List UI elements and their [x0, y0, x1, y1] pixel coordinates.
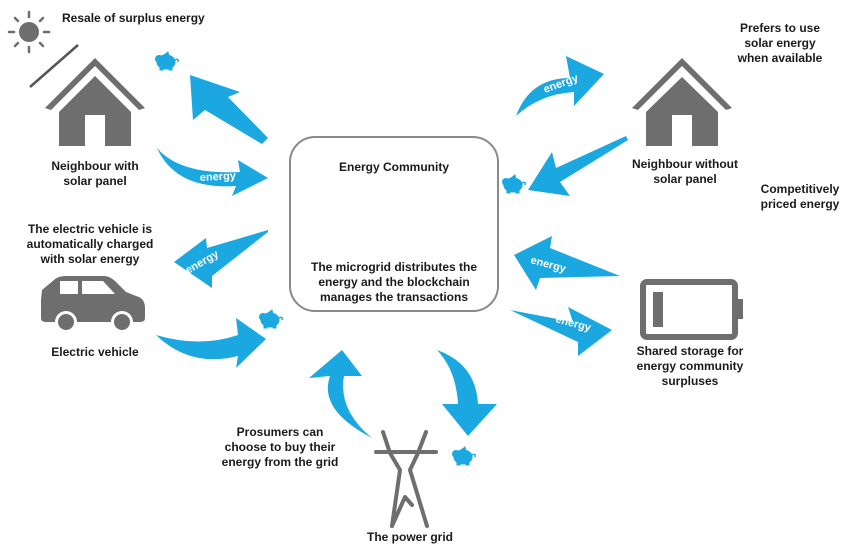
caption-line: Prefers to use [739, 21, 821, 35]
caption-line: choose to buy their [224, 440, 336, 454]
battery-icon [640, 279, 743, 340]
label-line: Electric vehicle [51, 345, 139, 359]
piggy-bank-icon [501, 174, 526, 194]
energy-community-description: The microgrid distributes the energy and… [291, 260, 497, 305]
arrow-energy-to-ev [174, 230, 268, 288]
label-line: surpluses [661, 374, 719, 388]
house-icon [632, 58, 732, 146]
ev-caption: The electric vehicle is automatically ch… [25, 222, 155, 267]
description-line: manages the transactions [319, 290, 469, 304]
caption-line: Resale of surplus energy [62, 11, 205, 25]
description-line: energy and the blockchain [318, 275, 470, 289]
grid-caption: Prosumers can choose to buy their energy… [215, 425, 345, 470]
label-line: The power grid [366, 530, 453, 544]
piggy-bank-icon [451, 446, 476, 466]
power-pylon-icon [374, 430, 438, 528]
storage-label: Shared storage for energy community surp… [630, 344, 750, 389]
arrow-label-energy: energy [200, 170, 238, 184]
caption-line: automatically charged [26, 237, 154, 251]
note-line: priced energy [760, 197, 840, 211]
energy-community-box: Energy Community The microgrid distribut… [289, 136, 499, 312]
arrow-payment-to-solar-house [190, 75, 268, 144]
piggy-bank-icon [258, 309, 283, 329]
description-line: The microgrid distributes the [310, 260, 478, 274]
label-line: energy community [636, 359, 744, 373]
sun-icon [7, 10, 51, 54]
arrow-payment-from-no-solar-house [528, 136, 628, 196]
no-solar-house-caption: Prefers to use solar energy when availab… [735, 21, 825, 66]
solar-house-label: Neighbour with solar panel [45, 159, 145, 189]
energy-community-title: Energy Community [338, 160, 449, 174]
arrow-energy-from-storage [514, 236, 620, 290]
arrow-payment-to-grid [437, 350, 497, 436]
caption-line: energy from the grid [221, 455, 339, 469]
caption-line: solar energy [744, 36, 816, 50]
resale-caption: Resale of surplus energy [62, 11, 205, 26]
label-line: solar panel [63, 174, 127, 188]
label-line: Neighbour without [632, 157, 738, 171]
note-line: Competitively [760, 182, 840, 196]
label-line: solar panel [653, 172, 717, 186]
solar-panel-icon [29, 44, 79, 88]
house-icon [45, 58, 145, 146]
caption-line: when available [737, 51, 823, 65]
ev-label: Electric vehicle [35, 345, 155, 360]
caption-line: with solar energy [40, 252, 140, 266]
arrow-energy-from-solar-house [157, 148, 268, 196]
arrow-energy-to-storage [510, 307, 612, 356]
label-line: Shared storage for [636, 344, 744, 358]
piggy-bank-icon [154, 51, 179, 71]
car-icon [41, 276, 145, 333]
arrow-energy-from-ev [156, 318, 266, 368]
no-solar-house-label: Neighbour without solar panel [630, 157, 740, 187]
label-line: Neighbour with [51, 159, 139, 173]
arrow-energy-from-grid [309, 350, 372, 438]
arrow-energy-to-no-solar-house [516, 56, 604, 116]
caption-line: Prosumers can [236, 425, 324, 439]
caption-line: The electric vehicle is [27, 222, 153, 236]
competitive-price-note: Competitively priced energy [755, 182, 845, 212]
grid-label: The power grid [355, 530, 465, 545]
